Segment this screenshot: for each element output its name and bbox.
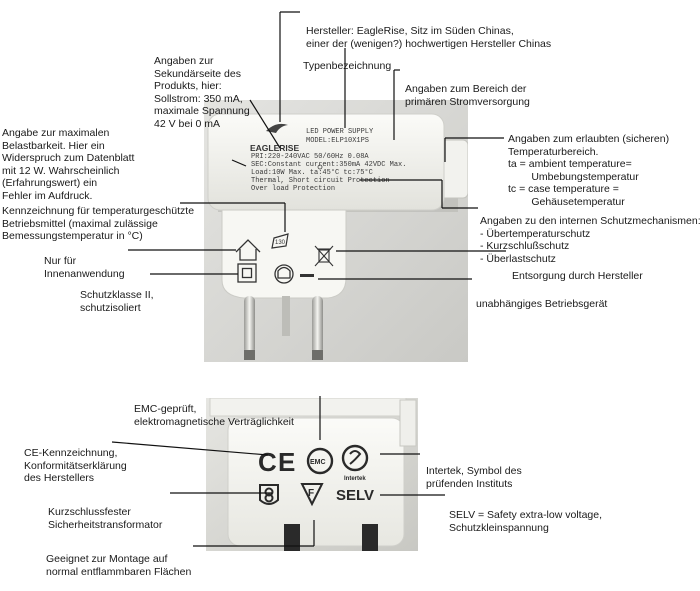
ballast-bar-icon (300, 274, 314, 277)
annotation-hersteller: Hersteller: EagleRise, Sitz im Süden Chi… (306, 25, 552, 50)
annotation-unabhaengig: unabhängiges Betriebsgerät (476, 298, 608, 310)
label-line: SEC:Constant current:350mA 42VDC Max. (251, 161, 406, 169)
selv-mark-icon: SELV (336, 487, 374, 504)
label-line: MODEL:ELP10X1PS (306, 137, 369, 145)
label-line: LED POWER SUPPLY (306, 128, 374, 136)
indoor-use-icon (235, 239, 261, 261)
intertek-mark-icon: Intertek (341, 444, 369, 482)
annotation-temperaturbereich: Angaben zum erlaubten (sicheren)Temperat… (508, 133, 670, 208)
label-line: Load:10W Max. ta:45°C tc:75°C (251, 168, 373, 177)
ce-mark-icon: C E (258, 447, 295, 477)
emc-mark-icon: EMC (306, 447, 334, 475)
crossed-bin-icon (314, 245, 334, 267)
power-supply-bottom-drawing: C E EMC Intertek F SELV (206, 398, 418, 551)
label-line: Over load Protection (251, 185, 335, 193)
independent-ballast-icon (274, 264, 294, 284)
eaglerise-logo: EAGLERISE (250, 143, 299, 153)
short-circuit-transformer-icon (259, 484, 279, 505)
protection-class-ii-icon (237, 263, 257, 283)
svg-text:F: F (308, 488, 314, 499)
annotation-selv: SELV = Safety extra-low voltage,Schutzkl… (449, 509, 603, 534)
annotation-typenbezeichnung: Typenbezeichnung (303, 60, 392, 72)
label-line: PRI:220-240VAC 50/60Hz 0.08A (251, 153, 369, 161)
svg-text:EMC: EMC (310, 459, 326, 466)
annotation-schutzklasse: Schutzklasse II,schutzisoliert (80, 289, 154, 314)
svg-text:Intertek: Intertek (344, 476, 366, 482)
label-line: Thermal, Short circuit Protection (251, 177, 390, 185)
svg-text:E: E (278, 447, 295, 477)
temperature-rating-icon: 130 (271, 233, 289, 249)
annotation-entsorgung: Entsorgung durch Hersteller (512, 270, 643, 282)
svg-text:130: 130 (275, 240, 286, 246)
svg-text:C: C (258, 447, 277, 477)
annotation-schutzmechanismen: Angaben zu den internen Schutzmechanisme… (480, 215, 700, 265)
power-supply-photo-bottom: C E EMC Intertek F SELV (206, 398, 418, 551)
flammable-surface-icon: F (300, 483, 324, 507)
annotation-emc: EMC-geprüft,elektromagnetische Verträgli… (134, 403, 294, 428)
